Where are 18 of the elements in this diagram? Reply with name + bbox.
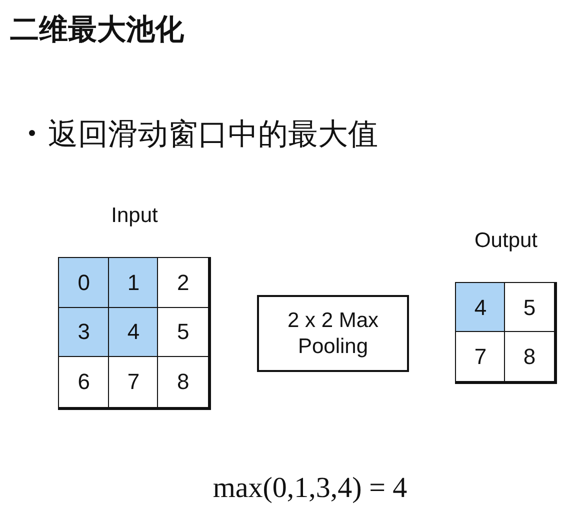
bullet-text: 返回滑动窗口中的最大值: [48, 117, 378, 153]
grid-heading: Output: [474, 229, 538, 253]
grid-cell: 0: [58, 257, 110, 309]
process-box: 2 x 2 Max Pooling: [257, 295, 409, 372]
formula: max(0,1,3,4) = 4: [212, 472, 408, 505]
title: 二维最大池化: [10, 13, 184, 48]
grid-cell: 4: [455, 282, 506, 333]
grid-cell: 3: [58, 306, 110, 358]
grid-cell: 6: [58, 356, 110, 408]
grid-cell: 7: [455, 331, 506, 382]
grid-cell: 8: [504, 331, 555, 382]
grid-cell: 2: [157, 257, 209, 309]
grid-cell: 7: [108, 356, 160, 408]
grid-cell: 1: [108, 257, 160, 309]
grid-heading: Input: [111, 204, 158, 228]
grid-cell: 8: [157, 356, 209, 408]
grid-cell: 5: [504, 282, 555, 333]
grid-cell: 5: [157, 306, 209, 358]
